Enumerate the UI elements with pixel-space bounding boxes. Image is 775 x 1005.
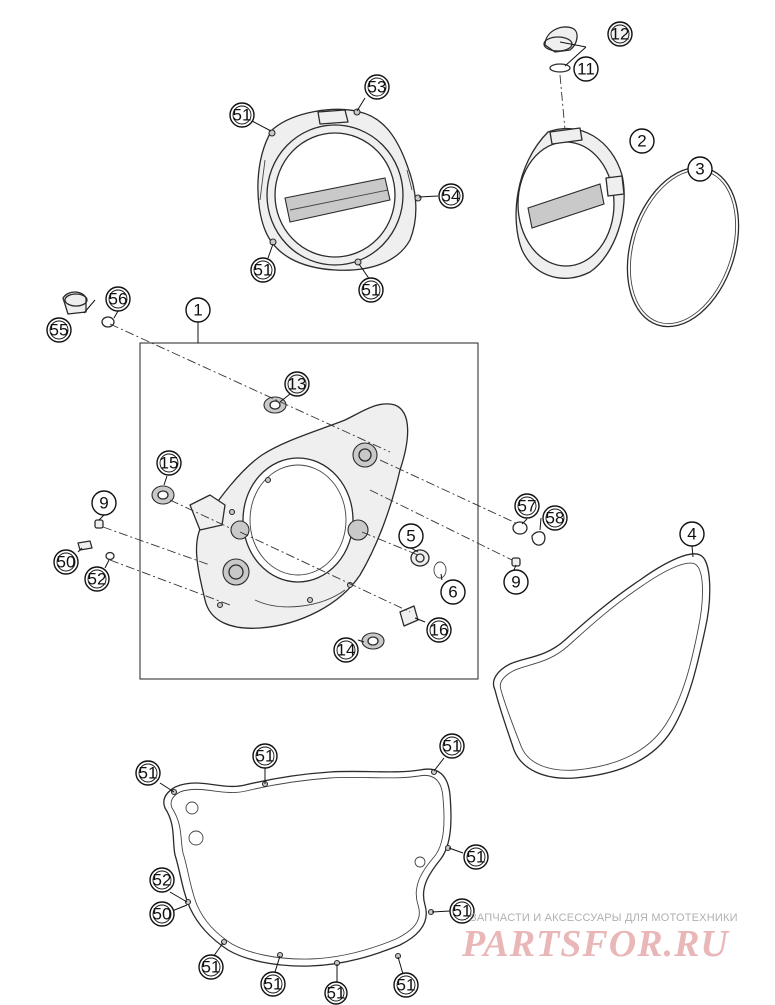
dowel-9a	[94, 519, 104, 529]
watermark-logo: PARTSFOR.RU	[462, 923, 729, 965]
plug-55	[62, 291, 87, 315]
callout-53: 53	[364, 74, 390, 100]
clutch-cover-body	[189, 403, 409, 629]
callout-2: 2	[629, 128, 655, 154]
svg-text:52: 52	[88, 570, 107, 589]
svg-text:51: 51	[467, 848, 486, 867]
callout-11: 11	[573, 56, 599, 82]
callout-51-gasket-right: 51	[463, 844, 489, 870]
callout-52a: 52	[84, 566, 110, 592]
svg-text:58: 58	[546, 509, 565, 528]
svg-text:16: 16	[430, 621, 449, 640]
watermark-tagline: ЗАПЧАСТИ И АКСЕССУАРЫ ДЛЯ МОТОТЕХНИКИ	[470, 912, 738, 924]
callout-51-gasket-bottom-4: 51	[393, 972, 419, 998]
gasket-inner	[492, 553, 711, 779]
callout-1: 1	[185, 297, 211, 323]
callout-51-gasket-bottom-2: 51	[260, 971, 286, 997]
callout-51-gasket-lower-right: 51	[449, 898, 475, 924]
circlip-6	[433, 561, 447, 579]
small-parts	[62, 291, 546, 650]
callout-4: 4	[679, 521, 705, 547]
callout-9a: 9	[91, 490, 117, 516]
inspection-cover-assembly	[515, 26, 625, 279]
svg-text:51: 51	[254, 261, 273, 280]
svg-text:9: 9	[511, 573, 520, 592]
o-ring-large	[626, 166, 740, 328]
callout-12: 12	[607, 21, 633, 47]
svg-text:53: 53	[368, 78, 387, 97]
screw-50	[77, 540, 93, 551]
callout-5: 5	[398, 523, 424, 549]
callout-3: 3	[687, 156, 713, 182]
callout-58: 58	[542, 505, 568, 531]
callout-51-gasket-left: 51	[135, 760, 161, 786]
svg-text:1: 1	[193, 301, 202, 320]
callout-16: 16	[426, 617, 452, 643]
assembly-frame	[139, 342, 479, 680]
callout-51-gasket-bottom-3: 51	[324, 981, 348, 1005]
callout-51-cover-bottom-right: 51	[358, 277, 384, 303]
svg-text:14: 14	[337, 641, 356, 660]
svg-text:6: 6	[448, 583, 457, 602]
svg-text:56: 56	[109, 290, 128, 309]
needle-bearing-16	[399, 605, 419, 627]
svg-text:51: 51	[362, 281, 381, 300]
o-ring-56	[101, 316, 115, 328]
svg-text:11: 11	[577, 60, 595, 79]
svg-text:3: 3	[695, 160, 704, 179]
callout-52b: 52	[149, 867, 175, 893]
svg-text:50: 50	[57, 553, 76, 572]
svg-text:54: 54	[442, 187, 461, 206]
callout-14: 14	[333, 637, 359, 663]
axis-lines	[102, 323, 519, 613]
callout-55: 55	[46, 317, 72, 343]
dowel-9b	[511, 557, 521, 567]
svg-text:52: 52	[153, 871, 172, 890]
leader-lines	[77, 41, 694, 982]
callout-51-cover-top-left: 51	[229, 102, 255, 128]
callout-9b: 9	[503, 569, 529, 595]
svg-text:9: 9	[99, 494, 108, 513]
outer-clutch-cover	[257, 108, 422, 271]
callout-50a: 50	[53, 549, 79, 575]
callout-51-cover-bottom-left: 51	[250, 257, 276, 283]
svg-text:51: 51	[453, 902, 472, 921]
svg-text:57: 57	[518, 497, 537, 516]
svg-text:5: 5	[406, 527, 415, 546]
svg-text:51: 51	[139, 764, 158, 783]
callout-13: 13	[284, 371, 310, 397]
callout-15: 15	[156, 450, 182, 476]
callout-51-gasket-bottom-1: 51	[198, 954, 224, 980]
gasket-outer	[163, 768, 452, 967]
svg-text:51: 51	[397, 976, 416, 995]
callout-50b: 50	[149, 901, 175, 927]
svg-text:50: 50	[153, 905, 172, 924]
svg-text:12: 12	[611, 25, 630, 44]
o-ring-57	[512, 521, 528, 535]
callout-51-gasket-top-right: 51	[439, 733, 465, 759]
svg-text:55: 55	[50, 321, 69, 340]
svg-text:51: 51	[233, 106, 252, 125]
svg-text:51: 51	[443, 737, 462, 756]
callout-54: 54	[438, 183, 464, 209]
svg-text:15: 15	[160, 454, 179, 473]
svg-text:13: 13	[288, 375, 307, 394]
callout-56: 56	[105, 286, 131, 312]
callout-6: 6	[440, 579, 466, 605]
svg-text:51: 51	[264, 975, 283, 994]
svg-text:51: 51	[327, 984, 346, 1003]
svg-text:51: 51	[202, 958, 221, 977]
callout-51-gasket-top: 51	[252, 743, 278, 769]
bearing-5	[410, 549, 430, 567]
svg-text:4: 4	[687, 525, 696, 544]
washer-52	[105, 551, 115, 561]
svg-text:51: 51	[256, 747, 275, 766]
svg-text:2: 2	[637, 132, 646, 151]
callout-57: 57	[514, 493, 540, 519]
circlip-58	[531, 531, 546, 546]
